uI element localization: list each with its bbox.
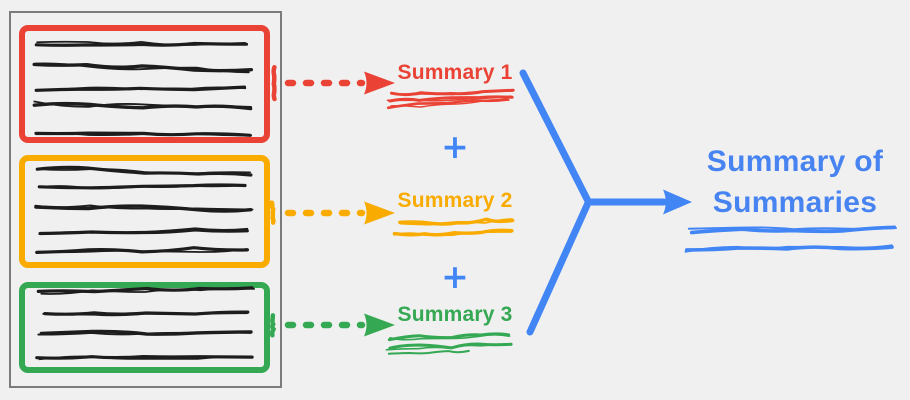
document-container	[9, 11, 282, 388]
document-chunk-2	[19, 155, 270, 268]
chunk3-to-summary3-dashed-arrow	[284, 313, 395, 337]
summary-3-label: Summary 3	[397, 303, 513, 326]
plus-operator-1: +	[441, 127, 469, 166]
summary-2-label: Summary 2	[397, 189, 513, 212]
chunk2-to-summary2-dashed-arrow	[284, 201, 395, 225]
summary-1-label: Summary 1	[397, 61, 513, 84]
merge-arrow	[584, 189, 692, 215]
sketch-strokes	[32, 40, 897, 361]
document-chunk-1	[19, 25, 270, 143]
summary-of-summaries-label: Summary of Summaries	[706, 145, 884, 219]
plus-operator-2: +	[441, 257, 469, 296]
document-chunk-3	[19, 282, 270, 373]
chunk1-to-summary1-dashed-arrow	[284, 71, 395, 95]
merge-branch-lines	[519, 69, 592, 336]
